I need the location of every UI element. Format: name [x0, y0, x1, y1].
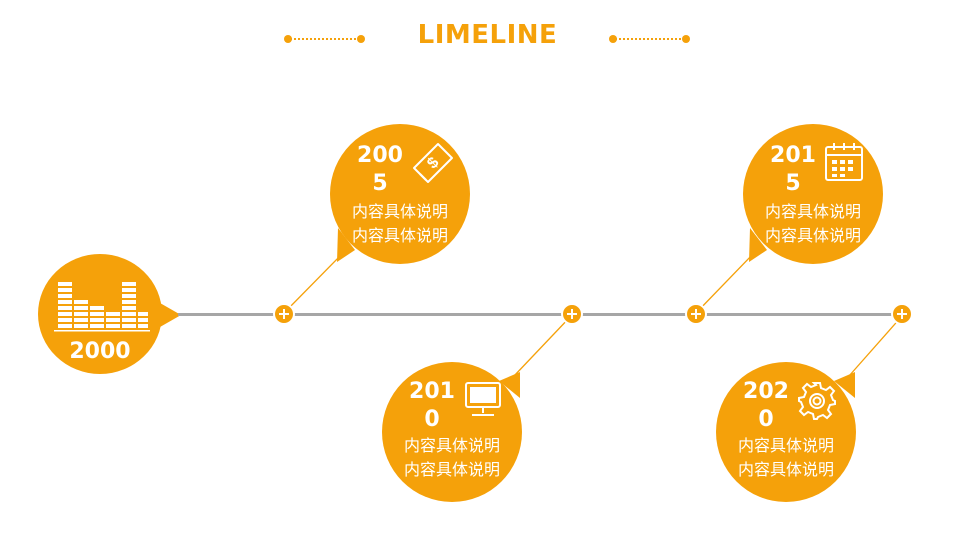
bubble-2020-desc-line2: 内容具体说明	[737, 460, 834, 479]
bubble-2020-year-line2: 0	[758, 407, 774, 432]
title-right-dot-inner	[609, 35, 617, 43]
bubble-2010-desc-line1: 内容具体说明	[403, 436, 500, 455]
bubble-2005-desc-line1: 内容具体说明	[351, 202, 448, 221]
bubble-2005-tail	[337, 228, 355, 262]
start-bubble-pointer	[160, 303, 181, 327]
timeline-marker-2010	[561, 303, 583, 325]
timeline-bubble-2005: 200 5 $ 内容具体说明 内容具体说明	[330, 124, 470, 264]
bubble-2015-desc-line1: 内容具体说明	[764, 202, 861, 221]
bubble-2005-desc-line2: 内容具体说明	[351, 226, 448, 245]
bubble-2005-year-line2: 5	[372, 171, 388, 196]
bubble-2010-desc-line2: 内容具体说明	[403, 460, 500, 479]
bubble-2005-year-line1: 200	[357, 143, 403, 168]
bubble-2020-year-line1: 202	[743, 379, 789, 404]
title-left-dot-inner	[357, 35, 365, 43]
page-title: LIMELINE	[417, 20, 558, 50]
title-left-dot-outer	[284, 35, 292, 43]
connector-2010	[513, 315, 572, 377]
connector-2020	[848, 315, 903, 377]
timeline-marker-2015	[685, 303, 707, 325]
timeline-marker-2020	[891, 303, 913, 325]
timeline-bubble-2015: 201 5 内容具体说明 内容具体说明	[743, 124, 883, 264]
timeline-bubble-2020: 202 0 内容具体说明 内容具体说明	[716, 362, 856, 502]
title-left-divider	[290, 38, 360, 40]
timeline-bubble-2010: 201 0 内容具体说明 内容具体说明	[382, 362, 522, 502]
bubble-2010-tail	[499, 372, 520, 398]
title-right-dot-outer	[682, 35, 690, 43]
timeline-start-bubble: 2000	[38, 254, 162, 374]
bubble-2015-year-line2: 5	[785, 171, 801, 196]
start-year-label: 2000	[69, 339, 131, 364]
bubble-2020-tail	[834, 372, 855, 398]
connector-2015	[695, 252, 755, 314]
connector-2005	[283, 252, 344, 314]
calendar-icon	[825, 143, 863, 181]
bubble-2015-desc-line2: 内容具体说明	[764, 226, 861, 245]
timeline-marker-2005	[273, 303, 295, 325]
money-bill-icon: $	[413, 143, 453, 183]
title-right-divider	[615, 38, 685, 40]
bubble-2020-desc-line1: 内容具体说明	[737, 436, 834, 455]
bubble-2015-year-line1: 201	[770, 143, 816, 168]
timeline-axis	[178, 313, 904, 316]
bubble-2010-year-line2: 0	[424, 407, 440, 432]
gear-icon	[798, 382, 836, 420]
monitor-icon	[465, 382, 501, 416]
bubble-2010-year-line1: 201	[409, 379, 455, 404]
equalizer-icon	[54, 282, 150, 332]
